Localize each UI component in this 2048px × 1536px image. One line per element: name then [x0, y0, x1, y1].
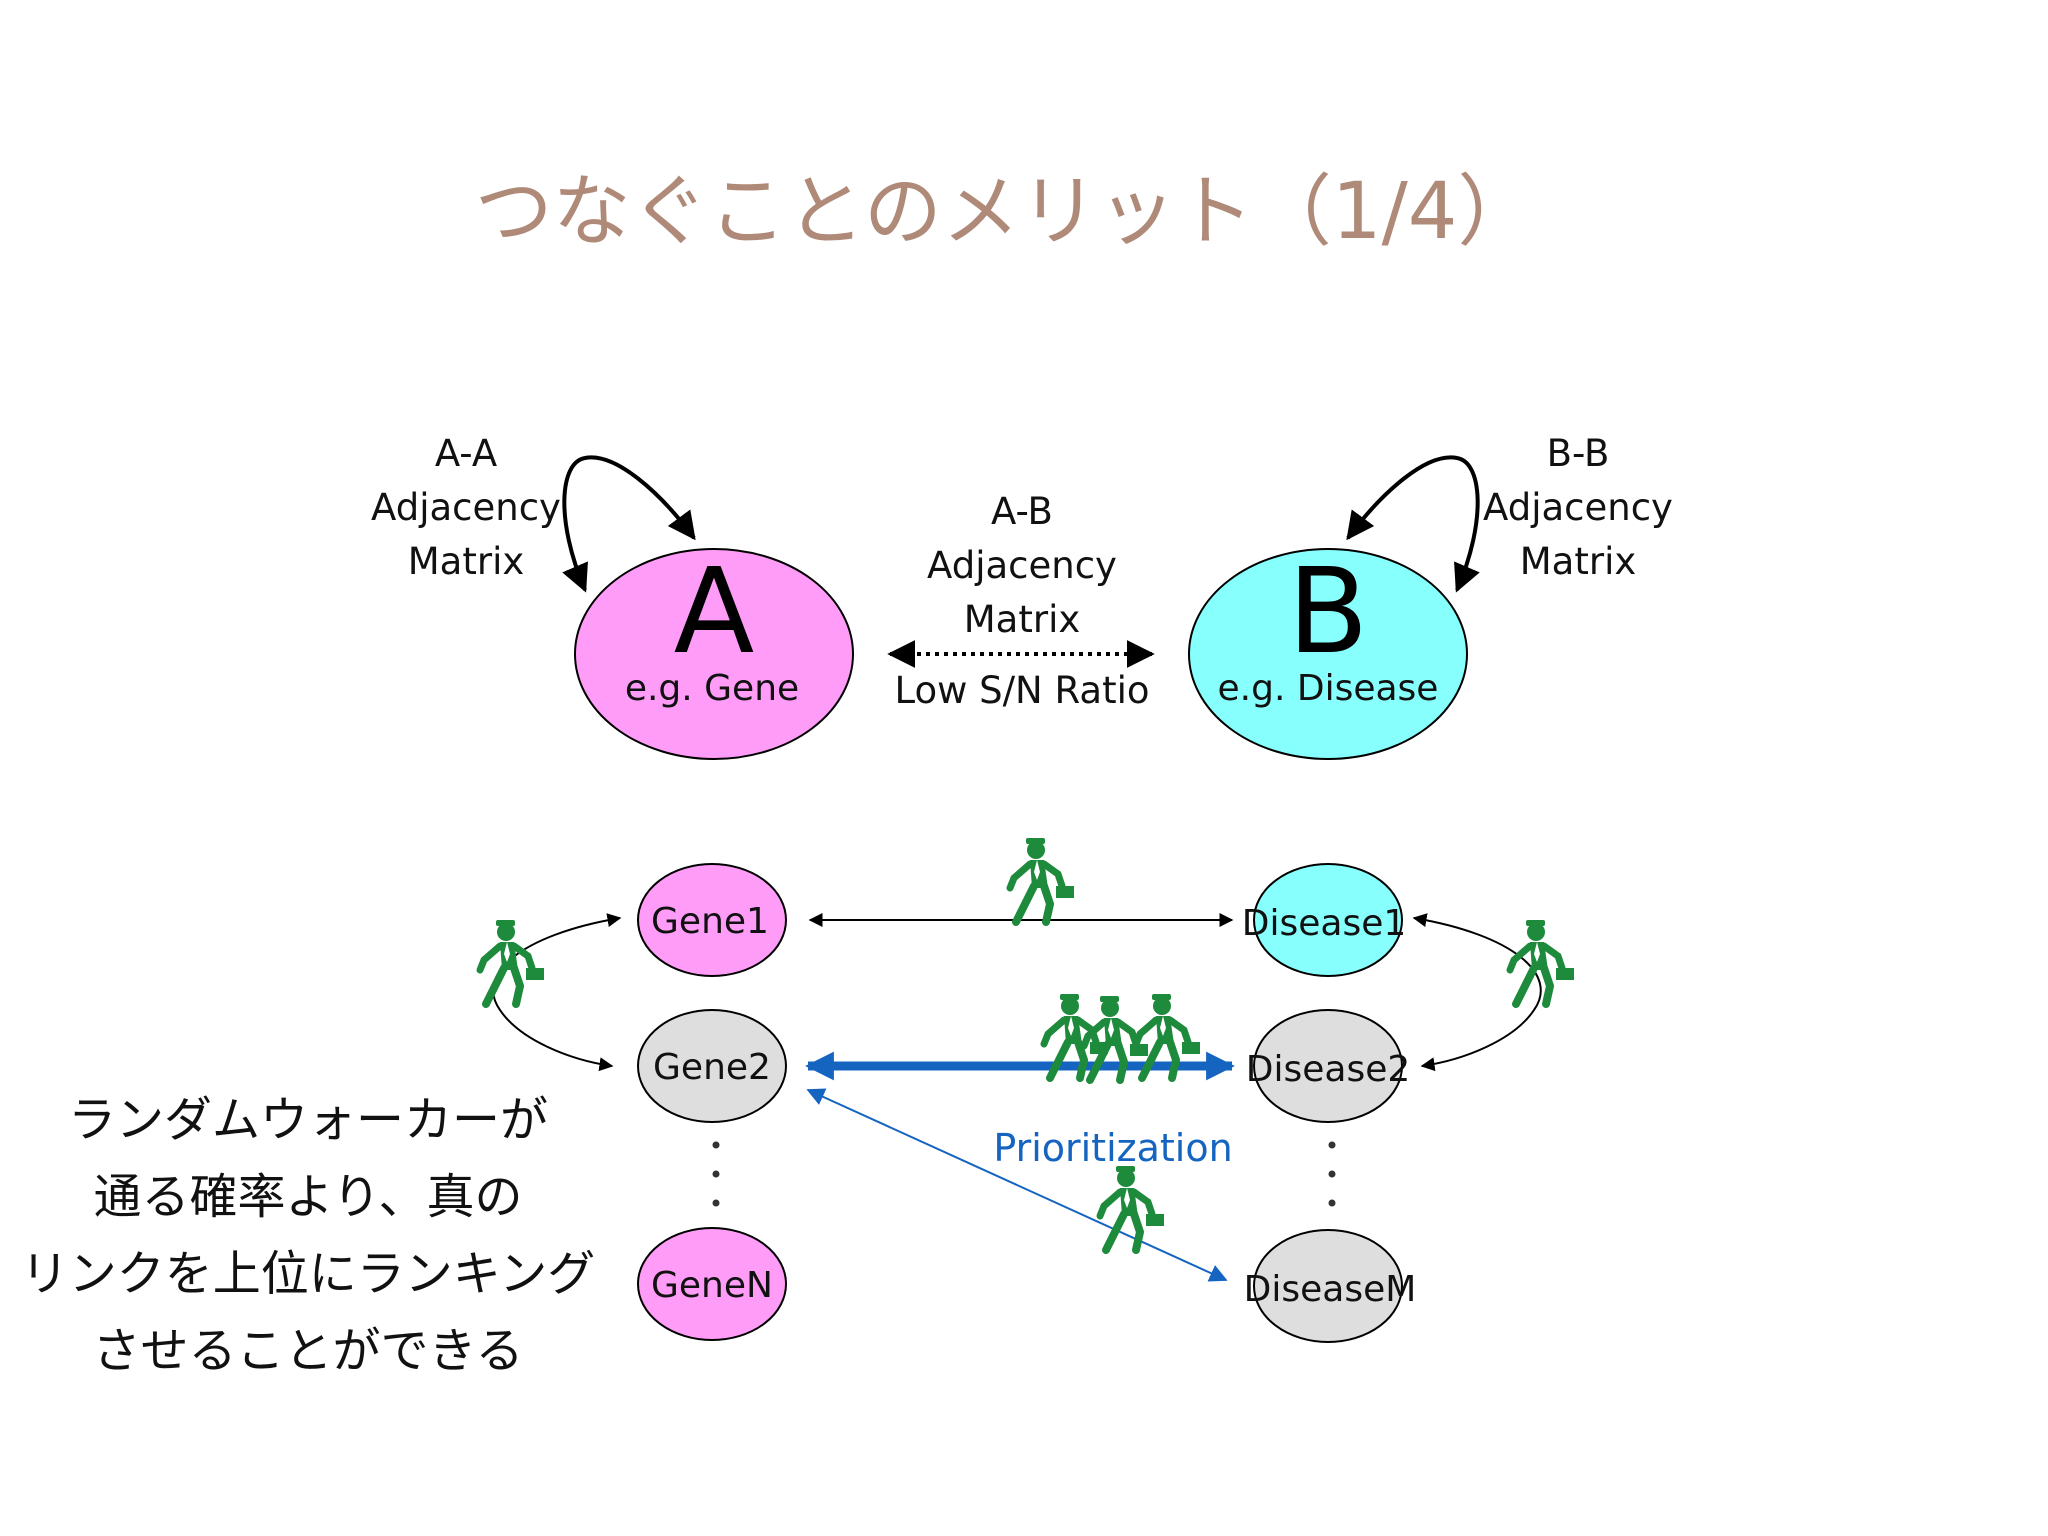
genen-node	[637, 1227, 787, 1341]
random-walker-icon	[1510, 920, 1574, 1004]
ab-note: Low S/N Ratio	[894, 669, 1149, 712]
disease2-node	[1253, 1009, 1403, 1123]
bb-label-line-3: Matrix	[1520, 540, 1637, 583]
disease1-node	[1253, 863, 1403, 977]
aa-label-line-3: Matrix	[408, 540, 525, 583]
explanation-line-3: リンクを上位にランキング	[21, 1246, 596, 1302]
aa-label-line-2: Adjacency	[371, 486, 561, 529]
diseasem-label: DiseaseM	[1244, 1269, 1417, 1310]
gene-ellipsis-dots	[712, 1141, 720, 1207]
node-b-caption: e.g. Disease	[1218, 668, 1439, 709]
bb-label-line-1: B-B	[1547, 432, 1610, 475]
gene1-gene2-edge	[492, 913, 622, 1072]
node-a-letter: A	[674, 542, 755, 680]
explanation-line-2: 通る確率より、真の	[93, 1169, 522, 1225]
ab-label-line-1: A-B	[991, 490, 1053, 533]
bottom-diagram: Gene1 Gene2 GeneN Disease1 Disease2 Dise…	[480, 838, 1574, 1343]
disease-ellipsis-dots	[1328, 1141, 1336, 1207]
node-b-letter: B	[1288, 542, 1369, 680]
gene2-label: Gene2	[653, 1047, 771, 1088]
disease2-label: Disease2	[1246, 1049, 1411, 1090]
aa-label-line-1: A-A	[435, 432, 497, 475]
bb-self-loop-arrow	[1346, 455, 1480, 593]
gene1-node	[637, 863, 787, 977]
ab-label-line-3: Matrix	[964, 598, 1081, 641]
gene1-label: Gene1	[651, 901, 769, 942]
explanation-text: ランダムウォーカーが 通る確率より、真の リンクを上位にランキング させることが…	[21, 1092, 596, 1379]
explanation-line-4: させることができる	[92, 1323, 523, 1379]
random-walker-icon	[1010, 838, 1074, 922]
top-diagram: A-A Adjacency Matrix B-B Adjacency Matri…	[371, 432, 1673, 760]
bb-label-line-2: Adjacency	[1483, 486, 1673, 529]
aa-self-loop-arrow	[562, 455, 696, 593]
node-a-caption: e.g. Gene	[625, 668, 799, 709]
slide-title: つなぐことのメリット（1/4）	[475, 167, 1536, 257]
disease1-label: Disease1	[1242, 903, 1407, 944]
genen-label: GeneN	[651, 1265, 773, 1306]
ab-label-line-2: Adjacency	[927, 544, 1117, 587]
node-b	[1188, 548, 1468, 760]
gene2-diseasem-edge	[806, 1088, 1228, 1282]
explanation-line-1: ランダムウォーカーが	[68, 1092, 548, 1148]
diseasem-node	[1253, 1229, 1403, 1343]
prioritization-label: Prioritization	[993, 1126, 1232, 1170]
gene2-node	[637, 1009, 787, 1123]
random-walker-icon	[480, 920, 544, 1004]
disease1-disease2-edge	[1412, 913, 1542, 1072]
node-a	[574, 548, 854, 760]
